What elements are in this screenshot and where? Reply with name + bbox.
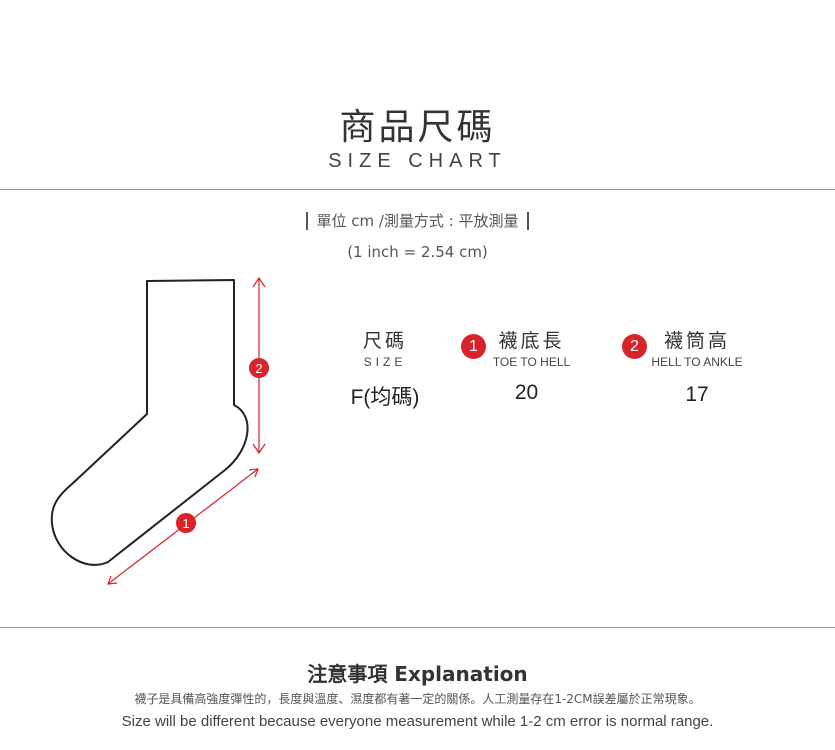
col2-badge: 2: [622, 334, 647, 359]
notes-en: Size will be different because everyone …: [121, 713, 714, 730]
page-title: 商品尺碼: [339, 107, 496, 148]
diagram-badge-2: 2: [249, 358, 269, 378]
sock-outline: [50, 279, 249, 566]
notes-cn: 襪子是具備高強度彈性的，長度與溫度、濕度都有著一定的關係。人工測量存在1-2CM…: [134, 692, 701, 706]
size-header-cn: 尺碼: [362, 330, 407, 352]
row-col1-value: 20: [514, 381, 539, 404]
diagram-badge-1-label: 1: [182, 516, 189, 531]
col2-header-cn: 襪筒高: [663, 330, 730, 352]
col1-header-cn: 襪底長: [498, 330, 565, 352]
unit-line: 單位 cm /測量方式 : 平放測量: [0, 210, 835, 231]
col1-badge: 1: [461, 334, 486, 359]
top-divider: [0, 189, 835, 190]
sock-diagram: 2 1: [50, 276, 269, 585]
row-col2-value: 17: [685, 383, 709, 406]
page-subtitle: SIZE CHART: [328, 150, 507, 172]
unit-text: 單位 cm /測量方式 : 平放測量: [316, 212, 519, 230]
notes-title: 注意事項 Explanation: [307, 662, 528, 686]
col2-header: 襪筒高 HELL TO ANKLE: [647, 326, 747, 369]
size-header-en: SIZE: [363, 355, 407, 369]
row-size-value: F(均碼): [350, 386, 420, 409]
diagram-badge-1: 1: [176, 513, 196, 533]
unit-bar-right: [526, 212, 529, 230]
inch-conversion: (1 inch = 2.54 cm): [347, 243, 488, 261]
col1-header: 襪底長 TOE TO HELL: [484, 326, 579, 369]
diagram-badge-2-label: 2: [255, 361, 262, 376]
bottom-divider: [0, 627, 835, 628]
unit-bar-left: [306, 212, 309, 230]
size-header: 尺碼 SIZE: [330, 326, 440, 369]
col2-header-en: HELL TO ANKLE: [651, 355, 743, 369]
col1-header-en: TOE TO HELL: [492, 355, 571, 369]
